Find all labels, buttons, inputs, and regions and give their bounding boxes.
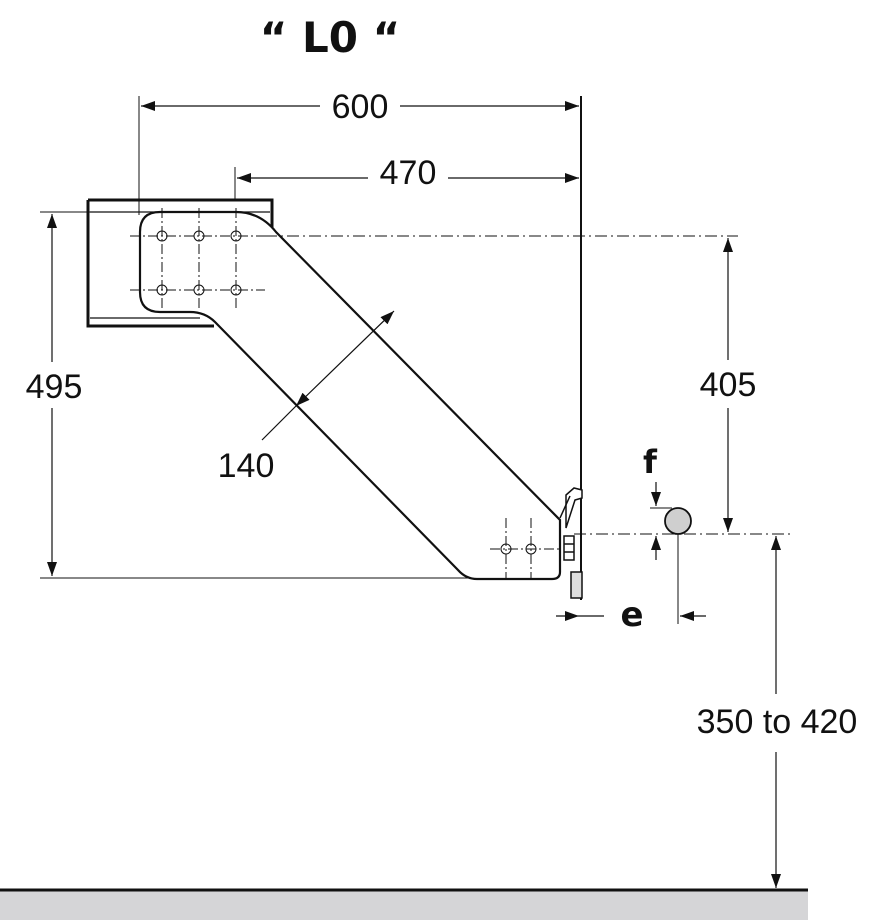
dim-label-140: 140 <box>218 447 275 485</box>
dim-label-470: 470 <box>380 154 437 192</box>
wall-hole-pattern <box>490 518 560 578</box>
dim-label-e: e <box>620 595 643 635</box>
dimension-f: f <box>643 443 672 560</box>
dim-label-f: f <box>643 443 658 481</box>
bracket-arm <box>138 210 562 581</box>
seat-hole-pattern <box>130 208 265 308</box>
wall-mount-hardware <box>559 487 583 599</box>
dimension-600: 600 <box>138 88 579 215</box>
centerlines <box>265 235 790 535</box>
dimension-470: 470 <box>234 154 579 200</box>
dimension-405: 405 <box>700 238 757 532</box>
pipe-circle <box>664 507 692 535</box>
drawing-title: “ L0 “ <box>260 13 400 62</box>
dimension-350-to-420: 350 to 420 <box>697 536 858 888</box>
dim-label-495: 495 <box>26 368 83 406</box>
floor <box>0 888 808 920</box>
dim-label-405: 405 <box>700 366 757 404</box>
dimension-e: e <box>556 534 706 635</box>
dimension-140: 140 <box>218 310 395 485</box>
dim-label-600: 600 <box>332 88 389 126</box>
dim-label-350-to-420: 350 to 420 <box>697 703 858 741</box>
dimension-495: 495 <box>26 211 470 579</box>
